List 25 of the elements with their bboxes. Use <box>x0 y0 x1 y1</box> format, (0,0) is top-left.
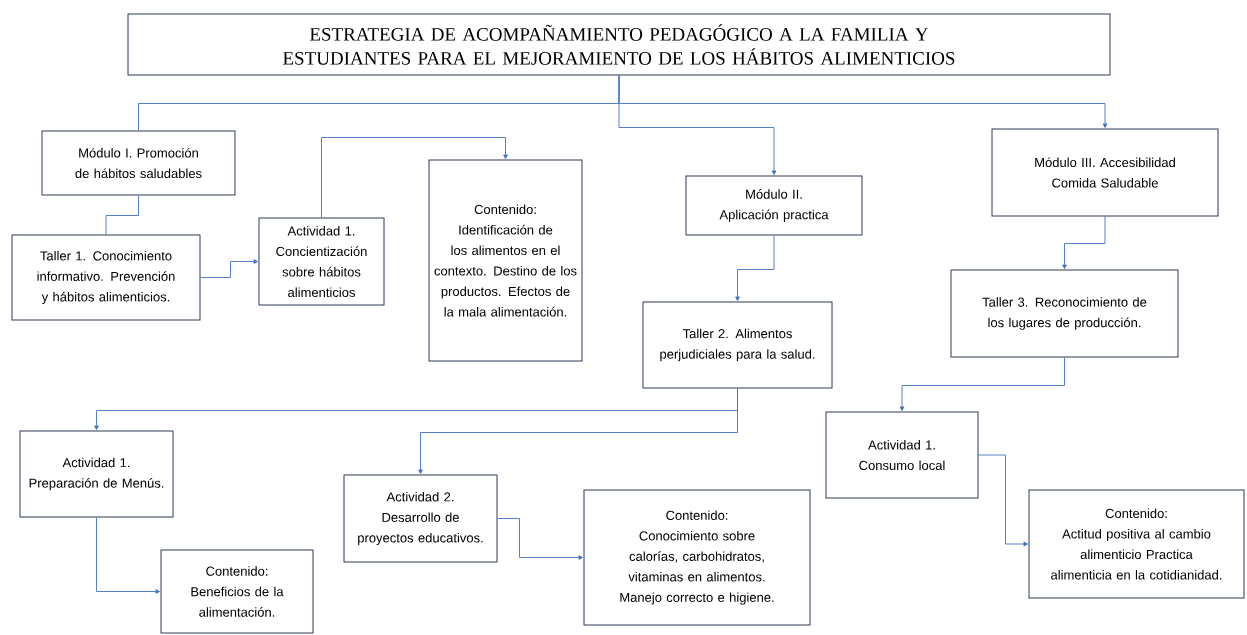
process-box: Módulo I. Promoción de hábitos saludables <box>41 130 236 196</box>
connector-arrow <box>1062 216 1106 269</box>
connector-arrow <box>418 388 738 474</box>
process-box: Contenido: Beneficios de la alimentación. <box>160 549 314 634</box>
process-box: Módulo III. Accesibilidad Comida Saludable <box>991 128 1219 217</box>
connector-arrow <box>96 517 160 594</box>
process-box: Contenido: Actitud positiva al cambio alimenticio Practica alimenticia en la cotidianidad. <box>1028 489 1245 599</box>
process-box: Taller 3. Reconocimiento de los lugares de producción. <box>950 269 1179 358</box>
title-box: ESTRATEGIA DE ACOMPAÑAMIENTO PEDAGÓGICO A LA FAMILIA Y ESTUDIANTES PARA EL MEJORAMIENTO DE LOS HÁBITOS ALIMENTICIOS <box>127 13 1111 76</box>
connector-arrow <box>497 518 583 560</box>
connector-arrow <box>735 235 775 301</box>
process-box: Taller 2. Alimentos perjudiciales para la salud. <box>642 301 833 389</box>
connector-arrow <box>618 75 1108 128</box>
process-box: Taller 1. Conocimiento informativo. Prevención y hábitos alimenticios. <box>11 234 201 321</box>
process-box: Contenido: Identificación de los alimentos en el contexto. Destino de los productos. Efectos de la mala alimentación. <box>428 159 583 362</box>
process-box: Contenido: Conocimiento sobre calorías, carbohidratos, vitaminas en alimentos. Manejo correcto e higiene. <box>583 489 811 626</box>
process-box: Actividad 1. Consumo local <box>825 411 979 499</box>
process-box: Módulo II. Aplicación practica <box>685 175 863 236</box>
process-box: Actividad 1. Concientización sobre hábitos alimenticios <box>258 217 385 306</box>
process-box: Actividad 1. Preparación de Menús. <box>19 430 174 518</box>
connector-arrow <box>899 357 1065 411</box>
connector-arrow <box>321 137 508 218</box>
process-box: Actividad 2. Desarrollo de proyectos educativos. <box>343 474 498 563</box>
connector-arrow <box>200 259 258 278</box>
connector-arrow <box>978 454 1028 547</box>
